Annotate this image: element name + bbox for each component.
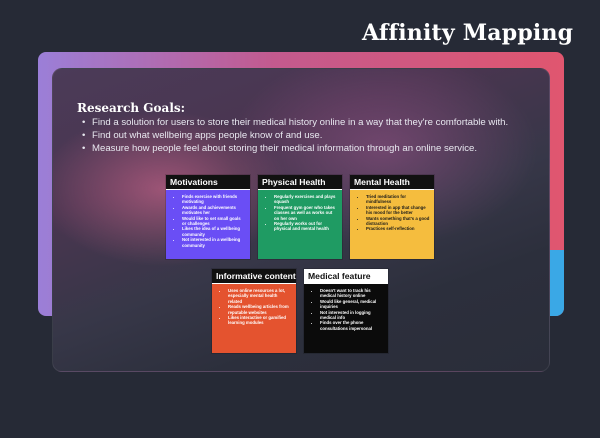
card-title: Physical Health bbox=[258, 175, 342, 190]
research-goal: •Find a solution for users to store thei… bbox=[82, 117, 509, 128]
card-item-list: Tried meditation for mindfulness Interes… bbox=[350, 190, 434, 232]
card-item: Tried meditation for mindfulness bbox=[366, 194, 430, 205]
card-motivations: Motivations Finds exercise with friends … bbox=[166, 175, 250, 259]
card-title: Motivations bbox=[166, 175, 250, 190]
card-item: Interested in app that change his mood f… bbox=[366, 205, 430, 216]
card-item-list: Doesn't want to track his medical histor… bbox=[304, 284, 388, 331]
card-mental-health: Mental Health Tried meditation for mindf… bbox=[350, 175, 434, 259]
research-goal: •Measure how people feel about storing t… bbox=[82, 143, 478, 154]
card-medical-feature: Medical feature Doesn't want to track hi… bbox=[304, 269, 388, 353]
card-title: Informative content bbox=[212, 269, 296, 284]
research-goal: •Find out what wellbeing apps people kno… bbox=[82, 130, 323, 141]
card-item: Practices self-reflection bbox=[366, 226, 430, 231]
card-item: Awards and achievements motivates her bbox=[182, 205, 246, 216]
card-item: Likes the idea of a wellbeing community bbox=[182, 226, 246, 237]
card-item-list: Regularly exercises and plays squash Fre… bbox=[258, 190, 342, 232]
card-item: Not interested in a wellbeing community bbox=[182, 237, 246, 248]
card-item: Doesn't want to track his medical histor… bbox=[320, 288, 384, 299]
page-title: Affinity Mapping bbox=[362, 20, 574, 46]
card-item: Wants something that's a good distractio… bbox=[366, 216, 430, 227]
card-informative-content: Informative content Uses online resource… bbox=[212, 269, 296, 353]
card-item: Frequent gym goer who takes classes as w… bbox=[274, 205, 338, 221]
card-item: Regularly works out for physical and men… bbox=[274, 221, 338, 232]
research-goals-heading: Research Goals: bbox=[77, 101, 186, 115]
card-item: Regularly exercises and plays squash bbox=[274, 194, 338, 205]
card-title: Mental Health bbox=[350, 175, 434, 190]
card-item: Likes interactive or gamified learning m… bbox=[228, 315, 292, 326]
card-item: Uses online resources a lot, especially … bbox=[228, 288, 292, 304]
card-item: Not interested in logging medical info bbox=[320, 310, 384, 321]
card-physical-health: Physical Health Regularly exercises and … bbox=[258, 175, 342, 259]
card-item-list: Finds exercise with friends motivating A… bbox=[166, 190, 250, 248]
card-item: Finds over the phone consultations imper… bbox=[320, 320, 384, 331]
card-item: Would like to set small goals or challen… bbox=[182, 216, 246, 227]
research-goals-list: •Find a solution for users to store thei… bbox=[82, 116, 542, 155]
card-item-list: Uses online resources a lot, especially … bbox=[212, 284, 296, 326]
card-item: Reads wellbeing articles from reputable … bbox=[228, 304, 292, 315]
card-title: Medical feature bbox=[304, 269, 388, 284]
card-item: Finds exercise with friends motivating bbox=[182, 194, 246, 205]
card-item: Would like general, medical inquiries bbox=[320, 299, 384, 310]
background-accent-shape bbox=[548, 250, 564, 316]
